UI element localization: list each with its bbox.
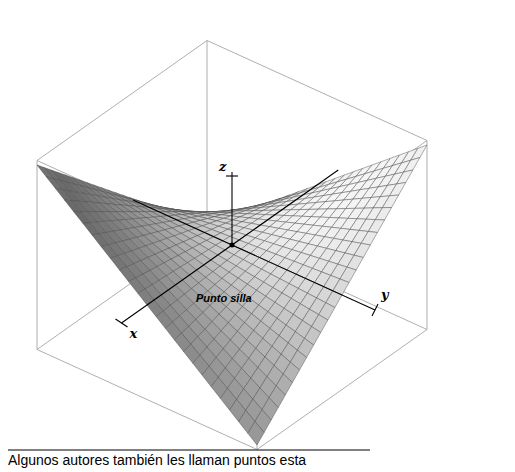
axes	[116, 170, 379, 327]
bounding-box	[37, 41, 427, 450]
mesh-cell	[55, 188, 71, 200]
box-edge	[207, 41, 208, 230]
axis-tick	[116, 319, 128, 327]
axis-line	[133, 200, 232, 245]
mesh-cell	[361, 231, 377, 245]
box-edge	[37, 161, 257, 261]
box-edge	[37, 161, 38, 350]
box-edge	[207, 41, 427, 141]
mesh-cell	[368, 220, 384, 233]
mesh-cell	[101, 245, 117, 259]
footnote-rule	[8, 450, 370, 451]
axis-tick	[226, 175, 238, 176]
box-edge	[37, 41, 207, 161]
mesh-cell	[375, 208, 391, 221]
mesh-cell	[404, 158, 420, 173]
mesh-cell	[74, 212, 90, 224]
mesh-cell	[390, 183, 406, 196]
mesh-cell	[382, 195, 398, 208]
axis-line	[232, 245, 375, 310]
mesh-cell	[248, 421, 264, 445]
mesh-cell	[83, 223, 99, 235]
axis-label: x	[130, 327, 138, 341]
axis-label: y	[381, 288, 389, 302]
box-edge	[37, 350, 257, 450]
footnote-text: Algunos autores también les llaman punto…	[8, 453, 306, 468]
mesh-cell	[46, 177, 62, 190]
axis-tick	[372, 304, 378, 316]
axis-line	[122, 245, 233, 323]
box-edge	[427, 141, 428, 330]
saddle-surface	[37, 145, 427, 445]
mesh-cell	[397, 170, 413, 184]
mesh-cell	[37, 165, 53, 179]
box-edge	[257, 330, 427, 450]
box-edge	[207, 230, 427, 330]
saddle-point-dot	[230, 243, 235, 248]
axis-line	[232, 170, 338, 245]
box-edge	[257, 141, 427, 261]
axis-label: z	[219, 160, 226, 174]
box-edge	[37, 230, 207, 350]
mesh-cell	[65, 200, 81, 212]
point-label: Punto silla	[196, 292, 252, 304]
mesh-cell	[92, 234, 108, 247]
axis-line	[231, 172, 232, 245]
mesh-cell	[354, 243, 370, 257]
